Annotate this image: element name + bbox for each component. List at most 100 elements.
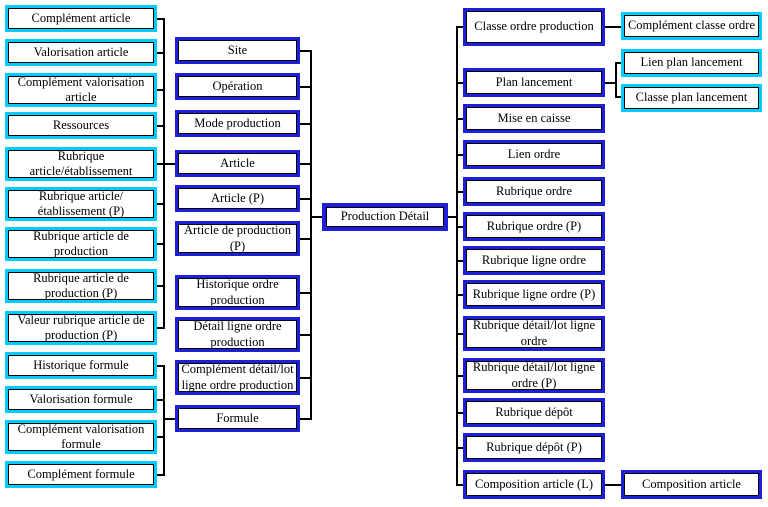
node-ressources[interactable]: Ressources (5, 112, 157, 139)
node-formule[interactable]: Formule (175, 405, 300, 432)
node-rubrique-detail-lot-ligne-ordre[interactable]: Rubrique détail/lot ligne ordre (463, 316, 605, 351)
node-plan-lancement[interactable]: Plan lancement (463, 68, 605, 97)
node-site[interactable]: Site (175, 37, 300, 64)
node-label: Rubrique détail/lot ligne ordre (472, 318, 596, 348)
connector-line (299, 123, 312, 125)
connector-line (299, 418, 312, 420)
connector-line (310, 50, 312, 420)
node-rubrique-ligne-ordre-p[interactable]: Rubrique ligne ordre (P) (463, 280, 605, 309)
connector-line (456, 375, 464, 377)
node-label: Complément formule (27, 466, 135, 481)
node-complement-classe-ordre[interactable]: Complément classe ordre (621, 12, 762, 40)
node-rubrique-article-etablissement[interactable]: Rubrique article/établissement (5, 147, 157, 181)
connector-line (157, 327, 165, 329)
node-label: Composition article (642, 476, 741, 491)
node-lien-ordre[interactable]: Lien ordre (463, 140, 605, 169)
node-historique-ordre-production[interactable]: Historique ordre production (175, 275, 300, 310)
node-label: Formule (216, 410, 259, 425)
node-label: Production Détail (340, 209, 430, 224)
connector-line (299, 163, 312, 165)
node-complement-formule[interactable]: Complément formule (5, 461, 157, 488)
node-label: Site (227, 42, 248, 57)
node-valorisation-formule[interactable]: Valorisation formule (5, 386, 157, 413)
node-label: Rubrique dépôt (495, 404, 573, 419)
node-label: Article (P) (210, 190, 265, 205)
node-label: Lien plan lancement (640, 55, 743, 70)
connector-line (157, 52, 165, 54)
connector-line (157, 163, 165, 165)
connector-line (456, 26, 464, 28)
node-label: Rubrique article/établissement (29, 148, 133, 178)
node-label: Classe ordre production (474, 19, 594, 34)
connector-line (157, 125, 165, 127)
node-label: Rubrique article de production (P) (33, 270, 129, 300)
node-label: Article de production (P) (184, 223, 291, 253)
node-classe-plan-lancement[interactable]: Classe plan lancement (621, 84, 762, 112)
node-composition-article-l[interactable]: Composition article (L) (463, 470, 605, 499)
node-valeur-rubrique-article-de-production-p[interactable]: Valeur rubrique article de production (P… (5, 311, 157, 345)
connector-line (157, 436, 165, 438)
connector-line (157, 474, 165, 476)
node-historique-formule[interactable]: Historique formule (5, 352, 157, 379)
connector-line (456, 447, 464, 449)
node-rubrique-article-etablissement-p[interactable]: Rubrique article/ établissement (P) (5, 187, 157, 221)
node-label: Complément détail/lot ligne ordre produc… (181, 362, 294, 392)
node-complement-article[interactable]: Complément article (5, 5, 157, 32)
connector-line (605, 82, 617, 84)
connector-line (615, 62, 621, 64)
node-rubrique-ligne-ordre[interactable]: Rubrique ligne ordre (463, 246, 605, 275)
node-label: Valeur rubrique article de production (P… (17, 312, 145, 342)
node-complement-valorisation-article[interactable]: Complément valorisation article (5, 73, 157, 107)
node-production-detail[interactable]: Production Détail (322, 203, 448, 231)
node-lien-plan-lancement[interactable]: Lien plan lancement (621, 49, 762, 77)
node-classe-ordre-production[interactable]: Classe ordre production (463, 8, 605, 46)
node-article[interactable]: Article (175, 150, 300, 177)
connector-line (157, 89, 165, 91)
node-label: Détail ligne ordre production (193, 319, 282, 349)
node-label: Rubrique article de production (33, 228, 129, 258)
node-rubrique-depot-p[interactable]: Rubrique dépôt (P) (463, 433, 605, 462)
connector-line (165, 163, 175, 165)
node-label: Rubrique ordre (495, 183, 573, 198)
node-complement-detail-lot-ligne-ordre-production[interactable]: Complément détail/lot ligne ordre produc… (175, 360, 300, 395)
connector-line (157, 365, 165, 367)
node-article-p[interactable]: Article (P) (175, 185, 300, 212)
node-composition-article[interactable]: Composition article (621, 470, 762, 499)
node-mise-en-caisse[interactable]: Mise en caisse (463, 104, 605, 133)
node-label: Rubrique ligne ordre (P) (472, 286, 596, 301)
connector-line (456, 154, 464, 156)
connector-line (456, 226, 464, 228)
connector-line (605, 484, 621, 486)
node-rubrique-ordre-p[interactable]: Rubrique ordre (P) (463, 212, 605, 241)
node-rubrique-depot[interactable]: Rubrique dépôt (463, 398, 605, 427)
node-label: Valorisation formule (29, 391, 133, 406)
node-rubrique-detail-lot-ligne-ordre-p[interactable]: Rubrique détail/lot ligne ordre (P) (463, 358, 605, 393)
node-label: Article (220, 155, 255, 170)
node-label: Rubrique dépôt (P) (486, 439, 582, 454)
node-label: Classe plan lancement (635, 90, 748, 105)
connector-line (299, 50, 312, 52)
connector-line (157, 243, 165, 245)
connector-line (157, 18, 165, 20)
connector-line (456, 191, 464, 193)
node-rubrique-ordre[interactable]: Rubrique ordre (463, 177, 605, 206)
connector-line (456, 333, 464, 335)
node-valorisation-article[interactable]: Valorisation article (5, 39, 157, 66)
connector-line (163, 18, 165, 329)
node-label: Mode production (194, 115, 281, 130)
connector-line (299, 292, 312, 294)
node-label: Complément valorisation formule (17, 421, 145, 451)
node-operation[interactable]: Opération (175, 73, 300, 100)
node-rubrique-article-de-production[interactable]: Rubrique article de production (5, 227, 157, 261)
node-rubrique-article-de-production-p[interactable]: Rubrique article de production (P) (5, 269, 157, 303)
node-article-de-production-p[interactable]: Article de production (P) (175, 221, 300, 256)
connector-line (299, 238, 312, 240)
connector-line (157, 399, 165, 401)
node-label: Rubrique détail/lot ligne ordre (P) (472, 360, 596, 390)
node-label: Opération (212, 78, 263, 93)
node-mode-production[interactable]: Mode production (175, 110, 300, 137)
connector-line (456, 118, 464, 120)
node-detail-ligne-ordre-production[interactable]: Détail ligne ordre production (175, 317, 300, 352)
node-complement-valorisation-formule[interactable]: Complément valorisation formule (5, 420, 157, 454)
